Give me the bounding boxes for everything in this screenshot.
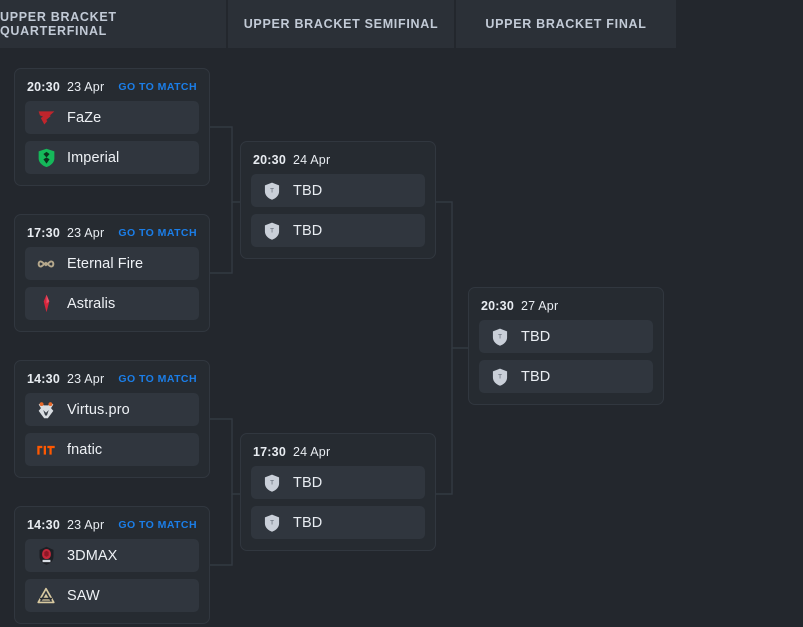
match-card[interactable]: 20:30 27 Apr T TBD T TBD [468, 287, 664, 405]
team-name: TBD [521, 328, 551, 345]
match-date: 23 Apr [66, 79, 105, 94]
team-name: TBD [293, 514, 323, 531]
team-name: Virtus.pro [67, 401, 130, 418]
team-row[interactable]: T TBD [479, 320, 653, 353]
match-card[interactable]: 20:30 23 Apr GO TO MATCH FaZe Imperial [14, 68, 210, 186]
match-time: 17:30 [27, 225, 60, 240]
fnatic-logo [35, 439, 57, 461]
match-time: 14:30 [27, 371, 60, 386]
team-row[interactable]: T TBD [251, 466, 425, 499]
match-header: 20:30 23 Apr GO TO MATCH [25, 78, 199, 95]
match-time: 20:30 [27, 79, 60, 94]
eternal-fire-logo [35, 253, 57, 275]
team-row[interactable]: Virtus.pro [25, 393, 199, 426]
team-row[interactable]: T TBD [251, 174, 425, 207]
virtus-pro-logo [35, 399, 57, 421]
tab-label: UPPER BRACKET SEMIFINAL [243, 17, 439, 31]
match-header: 14:30 23 Apr GO TO MATCH [25, 370, 199, 387]
3dmax-logo [35, 545, 57, 567]
match-header: 20:30 27 Apr [479, 297, 653, 314]
svg-text:T: T [270, 479, 274, 486]
saw-logo [35, 585, 57, 607]
tab-upper-bracket-final[interactable]: UPPER BRACKET FINAL [456, 0, 678, 48]
match-time: 14:30 [27, 517, 60, 532]
go-to-match-link[interactable]: GO TO MATCH [118, 518, 197, 531]
tab-label: UPPER BRACKET FINAL [485, 17, 647, 31]
match-date: 23 Apr [66, 371, 105, 386]
team-name: SAW [67, 587, 100, 604]
team-row[interactable]: FaZe [25, 101, 199, 134]
team-name: 3DMAX [67, 547, 118, 564]
faze-logo [35, 107, 57, 129]
tab-upper-bracket-semifinal[interactable]: UPPER BRACKET SEMIFINAL [228, 0, 456, 48]
match-card[interactable]: 17:30 23 Apr GO TO MATCH Eternal Fire As… [14, 214, 210, 332]
tab-upper-bracket-quarterfinal[interactable]: UPPER BRACKET QUARTERFINAL [0, 0, 228, 48]
team-row[interactable]: Imperial [25, 141, 199, 174]
match-date: 24 Apr [292, 152, 331, 167]
tbd-shield-icon: T [489, 326, 511, 348]
svg-text:T: T [270, 227, 274, 234]
match-date: 23 Apr [66, 225, 105, 240]
team-name: TBD [293, 474, 323, 491]
match-time: 20:30 [253, 152, 286, 167]
team-name: TBD [293, 182, 323, 199]
team-row[interactable]: T TBD [479, 360, 653, 393]
tbd-shield-icon: T [261, 180, 283, 202]
team-name: FaZe [67, 109, 102, 126]
team-name: Eternal Fire [67, 255, 144, 272]
match-header: 20:30 24 Apr [251, 151, 425, 168]
team-name: Imperial [67, 149, 120, 166]
team-name: TBD [521, 368, 551, 385]
svg-text:T: T [270, 519, 274, 526]
tbd-shield-icon: T [489, 366, 511, 388]
match-card[interactable]: 20:30 24 Apr T TBD T TBD [240, 141, 436, 259]
team-row[interactable]: Astralis [25, 287, 199, 320]
team-name: fnatic [67, 441, 103, 458]
team-row[interactable]: Eternal Fire [25, 247, 199, 280]
tbd-shield-icon: T [261, 512, 283, 534]
match-card[interactable]: 14:30 23 Apr GO TO MATCH 3DMAX [14, 506, 210, 624]
team-name: Astralis [67, 295, 116, 312]
go-to-match-link[interactable]: GO TO MATCH [118, 80, 197, 93]
team-row[interactable]: 3DMAX [25, 539, 199, 572]
go-to-match-link[interactable]: GO TO MATCH [118, 372, 197, 385]
astralis-logo [35, 293, 57, 315]
match-time: 17:30 [253, 444, 286, 459]
team-row[interactable]: fnatic [25, 433, 199, 466]
svg-text:T: T [270, 187, 274, 194]
tbd-shield-icon: T [261, 472, 283, 494]
match-date: 23 Apr [66, 517, 105, 532]
match-date: 24 Apr [292, 444, 331, 459]
match-header: 17:30 23 Apr GO TO MATCH [25, 224, 199, 241]
team-name: TBD [293, 222, 323, 239]
svg-text:T: T [498, 333, 502, 340]
match-header: 17:30 24 Apr [251, 443, 425, 460]
match-header: 14:30 23 Apr GO TO MATCH [25, 516, 199, 533]
match-card[interactable]: 17:30 24 Apr T TBD T TBD [240, 433, 436, 551]
team-row[interactable]: T TBD [251, 214, 425, 247]
team-row[interactable]: SAW [25, 579, 199, 612]
tab-label: UPPER BRACKET QUARTERFINAL [0, 10, 117, 38]
match-card[interactable]: 14:30 23 Apr GO TO MATCH Virtus.pro [14, 360, 210, 478]
round-tabs: UPPER BRACKET QUARTERFINAL UPPER BRACKET… [0, 0, 803, 52]
tbd-shield-icon: T [261, 220, 283, 242]
team-row[interactable]: T TBD [251, 506, 425, 539]
match-date: 27 Apr [520, 298, 559, 313]
match-time: 20:30 [481, 298, 514, 313]
imperial-logo [35, 147, 57, 169]
svg-text:T: T [498, 373, 502, 380]
go-to-match-link[interactable]: GO TO MATCH [118, 226, 197, 239]
